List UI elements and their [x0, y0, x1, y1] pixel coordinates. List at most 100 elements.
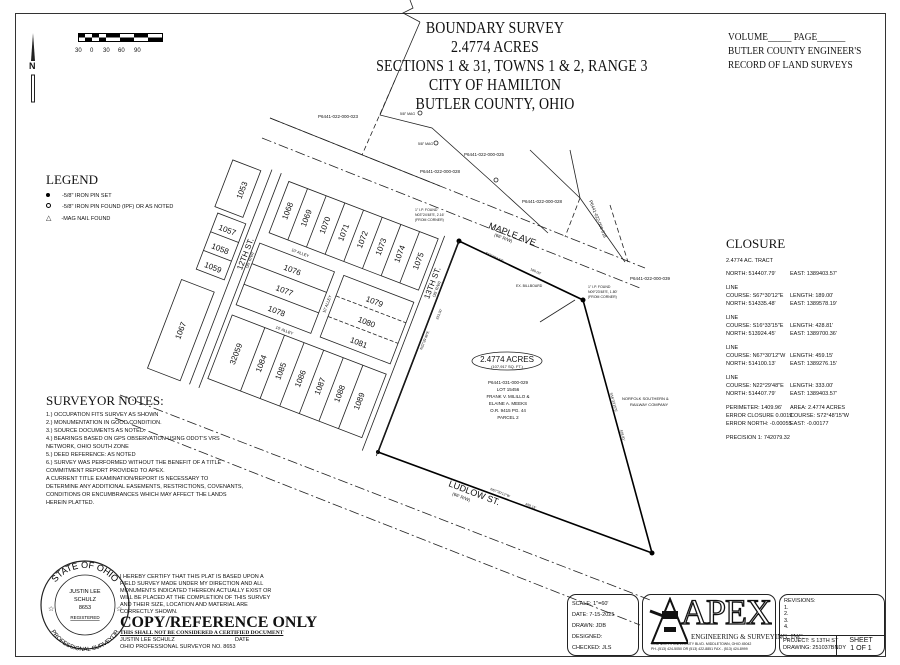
- pin-label: 5/8" MAG: [400, 112, 415, 116]
- ip-found-label: N09°23'48"E, 1.80': [588, 290, 618, 294]
- ludlow-st-row: (66' R/W): [452, 491, 472, 503]
- parcel-id-label: P6441-022-000-025: [464, 152, 505, 157]
- lot-number: 1086: [293, 368, 308, 388]
- maple-distance: 189.00': [530, 267, 542, 276]
- svg-text:PROFESSIONAL SURVEYOR: PROFESSIONAL SURVEYOR: [49, 629, 121, 653]
- lot-block: [235, 242, 335, 334]
- east-bearing: S16°33'15"E: [609, 392, 618, 413]
- scale-tick: 90: [134, 48, 141, 54]
- scale-tick: 30: [75, 48, 82, 54]
- ludlow-bearing: N67°30'12"W: [490, 487, 512, 498]
- lot-number: 1068: [280, 201, 295, 221]
- closure-course: COURSE: N22°29'48"E: [726, 383, 784, 389]
- lot-number: 1053: [235, 180, 250, 200]
- scale-tick: 0: [90, 48, 94, 54]
- parcel-line: [564, 197, 581, 238]
- lot-number: 1076: [282, 263, 302, 278]
- note-line: 1.) OCCUPATION FITS SURVEY AS SHOWN: [46, 412, 159, 418]
- lot-number: 1081: [349, 335, 369, 350]
- certification: I HEREBY CERTIFY THAT THIS PLAT IS BASED…: [120, 574, 317, 651]
- closure-east: EAST: 1389403.57': [790, 271, 837, 277]
- lot-line: [318, 357, 344, 422]
- certification-line: I HEREBY CERTIFY THAT THIS PLAT IS BASED…: [120, 574, 264, 580]
- parcel-line: [379, 21, 549, 234]
- ip-found-label: 1" I.P. FOUND: [588, 285, 611, 289]
- record-block: VOLUME_____ PAGE______ BUTLER COUNTY ENG…: [728, 30, 861, 72]
- company-name: ENGINEERING & SURVEYING, INC.: [691, 633, 805, 641]
- drawing-frame: [15, 13, 886, 657]
- certification-line: MONUMENTS INDICATED THEREON ACTUALLY EXI…: [120, 588, 272, 594]
- surveyor-seal: STATE OF OHIO PROFESSIONAL SURVEYOR JUST…: [40, 560, 130, 653]
- parcel-line: [529, 149, 581, 199]
- legend-label: -MAG NAIL FOUND: [61, 216, 111, 222]
- note-line: HEREIN PLATTED.: [46, 500, 95, 506]
- note-line: 4.) BEARINGS BASED ON GPS OBSERVATION US…: [46, 436, 220, 442]
- iron-pin-set-icon: [649, 550, 655, 556]
- maple-edge: [269, 117, 441, 187]
- closure-length: LENGTH: 189.00': [790, 293, 834, 299]
- lot-line: [240, 327, 266, 392]
- lot-line: [324, 202, 346, 255]
- closure-line-label: LINE: [726, 375, 739, 381]
- scale-text: SCALE: 1"=60': [572, 601, 609, 607]
- parcel-line: [609, 204, 629, 263]
- note-line: COMMITMENT REPORT PROVIDED TO APEX.: [46, 468, 165, 474]
- star-icon: ☆: [48, 605, 54, 613]
- lot-number: 1080: [357, 315, 377, 330]
- checked-text: CHECKED: JLS: [572, 645, 612, 651]
- copy-reference-stamp: COPY/REFERENCE ONLY: [120, 614, 318, 631]
- lot-number: 1073: [374, 236, 389, 256]
- scale-bar: 30 0 30 60 90: [75, 30, 163, 56]
- owner-info: ELAINE A. MEEKS: [489, 401, 527, 406]
- title-line: CITY OF HAMILTON: [428, 75, 562, 94]
- billboard-label: EX. BILLBOARD: [516, 284, 543, 288]
- certification-line: AND THEIR SIZE, LOCATION AND MATERIAL AR…: [120, 602, 248, 608]
- svg-text:STATE OF OHIO: STATE OF OHIO: [49, 560, 120, 584]
- date-text: DATE: 7-15-2025: [572, 612, 615, 618]
- closure-tract: 2.4774 AC. TRACT: [726, 258, 773, 264]
- ip-found-label: (FROM CORNER): [415, 218, 444, 222]
- drawing-info-box: SCALE: 1"=60' DATE: 7-15-2025 DRAWN: JDB…: [567, 594, 639, 656]
- note-line: NETWORK, OHIO SOUTH ZONE: [46, 444, 129, 450]
- closure-east: EAST: 1389403.57': [790, 391, 837, 397]
- designed-text: DESIGNED:: [572, 634, 603, 640]
- lot-number: 1085: [274, 361, 289, 381]
- signer-name: JUSTIN LEE SCHULZ: [120, 637, 175, 643]
- iron-pin-found-icon: [433, 140, 439, 146]
- seal-state: STATE OF OHIO: [49, 560, 120, 584]
- parcel-id-label: P6441-022-000-023: [318, 114, 359, 119]
- acreage-label: 2.4774 ACRES: [480, 355, 534, 364]
- closure-east: EAST: 1389700.36': [790, 331, 837, 337]
- closure-error-course: COURSE: S72°48'15"W: [790, 413, 850, 419]
- closure-length: LENGTH: 333.00': [790, 383, 834, 389]
- west-bearing: N22°29'48"E: [419, 330, 430, 351]
- ip-found-label: (FROM CORNER): [588, 295, 617, 299]
- west-distance: 333.00': [435, 308, 443, 320]
- alley-label: 10' ALLEY: [321, 294, 332, 313]
- owner-info: O.R. 9415 PG. 44: [490, 408, 526, 413]
- closure-error: ERROR CLOSURE 0.0019: [726, 413, 793, 419]
- lot-line: [380, 224, 402, 276]
- note-line: A CURRENT TITLE EXAMINATION/REPORT IS NE…: [46, 476, 209, 482]
- maple-row-south: [261, 137, 641, 289]
- acreage-sqft: (107,917 SQ. FT.): [491, 364, 523, 369]
- ludlow-distance: 459.15': [525, 502, 537, 510]
- sheet-label: SHEET: [849, 637, 873, 644]
- closure-north: NORTH: 514407.79': [726, 271, 776, 277]
- iron-pin-found-icon: [417, 110, 423, 116]
- lot-number: 1088: [332, 383, 347, 403]
- revisions-box: REVISIONS: 1. 2. 3. 4. PROJECT: S 13TH S…: [779, 594, 885, 656]
- lot-number: 1077: [274, 283, 294, 298]
- company-logo-box: APEX ENGINEERING & SURVEYING, INC. 1048 …: [642, 592, 805, 656]
- lot-number: 1089: [352, 391, 367, 411]
- title-line: BOUNDARY SURVEY: [425, 18, 565, 37]
- owner-info: LOT 15456: [497, 387, 520, 392]
- iron-pin-found-icon: [46, 203, 51, 208]
- record-line: RECORD OF LAND SURVEYS: [728, 59, 853, 71]
- lot-number: 1075: [411, 251, 426, 271]
- legend-label: -5/8" IRON PIN SET: [62, 193, 112, 199]
- lot-block: [207, 314, 387, 439]
- alley-label: 10' ALLEY: [291, 247, 310, 258]
